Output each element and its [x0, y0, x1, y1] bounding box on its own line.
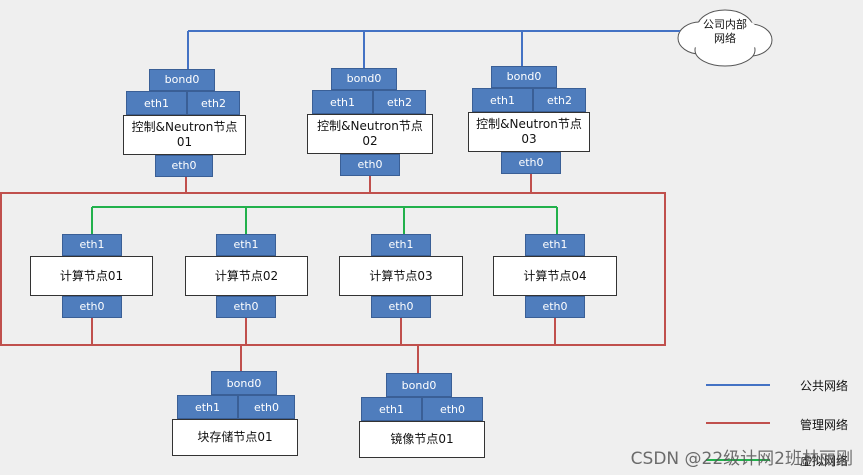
- cloud-label: 公司内部 网络: [690, 18, 760, 46]
- controller-01-eth0-port: eth0: [155, 155, 213, 177]
- storage-bond0-port: bond0: [211, 371, 277, 395]
- controller-02-eth0-port: eth0: [340, 154, 400, 176]
- legend-label-public: 公共网络: [800, 379, 849, 393]
- compute-02-eth1-port: eth1: [216, 234, 276, 256]
- image-node-01: 镜像节点01: [359, 421, 485, 458]
- cloud-shape: [677, 9, 773, 67]
- compute-03-eth0-port: eth0: [371, 296, 431, 318]
- controller-01-eth1-port: eth1: [126, 91, 187, 115]
- controller-01-bond0-port: bond0: [149, 69, 215, 91]
- watermark: CSDN @22级计网2班林丽刚: [630, 449, 853, 469]
- compute-node-02: 计算节点02: [185, 256, 308, 296]
- controller-02-eth2-port: eth2: [373, 90, 426, 114]
- controller-03-eth1-port: eth1: [472, 88, 533, 112]
- storage-eth0-port: eth0: [238, 395, 295, 419]
- legend-label-management: 管理网络: [800, 418, 849, 432]
- compute-node-03: 计算节点03: [339, 256, 463, 296]
- compute-04-eth1-port: eth1: [525, 234, 585, 256]
- image-bond0-port: bond0: [386, 373, 452, 397]
- image-eth1-port: eth1: [361, 397, 422, 421]
- legend-label-virtual: 虚拟网络: [800, 454, 849, 468]
- controller-02-bond0-port: bond0: [331, 68, 397, 90]
- controller-node-01: 控制&Neutron节点01: [123, 115, 246, 155]
- controller-03-eth2-port: eth2: [533, 88, 586, 112]
- compute-node-01: 计算节点01: [30, 256, 153, 296]
- public-network-lines: [187, 30, 680, 70]
- storage-eth1-port: eth1: [177, 395, 238, 419]
- cloud-label-line1: 公司内部: [703, 18, 747, 31]
- management-network-lines: [0, 173, 666, 373]
- controller-01-eth2-port: eth2: [187, 91, 240, 115]
- cloud-label-line2: 网络: [714, 32, 736, 45]
- block-storage-node-01: 块存储节点01: [172, 419, 298, 456]
- virtual-network-lines: [91, 206, 558, 234]
- compute-01-eth0-port: eth0: [62, 296, 122, 318]
- controller-03-eth0-port: eth0: [501, 152, 561, 174]
- controller-node-02: 控制&Neutron节点02: [307, 114, 433, 154]
- controller-02-eth1-port: eth1: [312, 90, 373, 114]
- controller-node-03: 控制&Neutron节点03: [468, 112, 590, 152]
- compute-03-eth1-port: eth1: [371, 234, 431, 256]
- compute-node-04: 计算节点04: [493, 256, 617, 296]
- compute-02-eth0-port: eth0: [216, 296, 276, 318]
- compute-01-eth1-port: eth1: [62, 234, 122, 256]
- image-eth0-port: eth0: [422, 397, 483, 421]
- controller-03-bond0-port: bond0: [491, 66, 557, 88]
- compute-04-eth0-port: eth0: [525, 296, 585, 318]
